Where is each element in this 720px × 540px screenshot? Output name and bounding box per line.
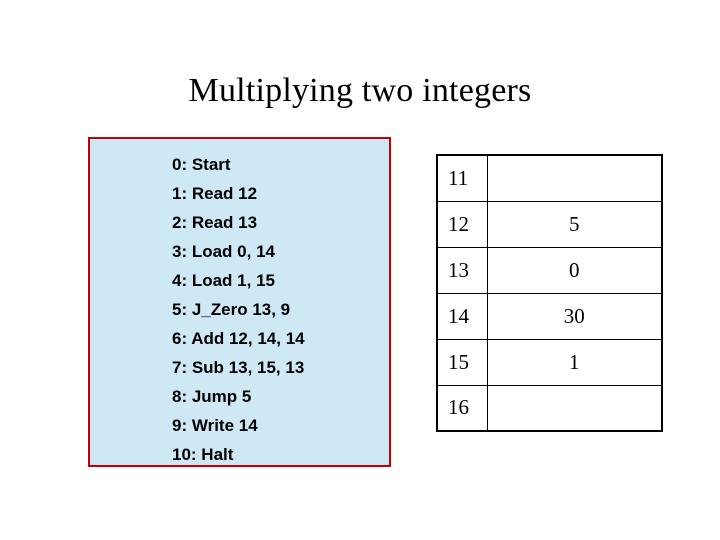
list-item: 5: J_Zero 13, 9 [172, 300, 291, 319]
table-row: 16 [436, 384, 663, 432]
memory-address: 12 [436, 200, 488, 248]
memory-value: 1 [486, 338, 663, 386]
table-row: 12 5 [436, 200, 663, 248]
memory-value: 5 [486, 200, 663, 248]
memory-value [486, 384, 663, 432]
table-row: 14 30 [436, 292, 663, 340]
program-listing: 0: Start 1: Read 12 2: Read 13 3: Load 0… [172, 150, 305, 469]
list-item: 4: Load 1, 15 [172, 271, 275, 290]
memory-value [486, 154, 663, 202]
table-row: 15 1 [436, 338, 663, 386]
list-item: 8: Jump 5 [172, 387, 252, 406]
list-item: 2: Read 13 [172, 213, 258, 232]
memory-value: 0 [486, 246, 663, 294]
memory-value: 30 [486, 292, 663, 340]
page-title: Multiplying two integers [188, 72, 532, 109]
list-item: 9: Write 14 [172, 416, 258, 435]
list-item: 6: Add 12, 14, 14 [172, 329, 305, 348]
memory-address: 13 [436, 246, 488, 294]
memory-address: 15 [436, 338, 488, 386]
list-item: 1: Read 12 [172, 184, 258, 203]
list-item: 7: Sub 13, 15, 13 [172, 358, 305, 377]
memory-table: 11 12 5 13 0 14 30 15 1 16 [436, 154, 663, 432]
table-row: 11 [436, 154, 663, 202]
memory-address: 14 [436, 292, 488, 340]
table-row: 13 0 [436, 246, 663, 294]
list-item: 10: Halt [172, 445, 234, 464]
program-listing-box: 0: Start 1: Read 12 2: Read 13 3: Load 0… [88, 137, 391, 467]
list-item: 0: Start [172, 155, 231, 174]
memory-address: 11 [436, 154, 488, 202]
list-item: 3: Load 0, 14 [172, 242, 275, 261]
memory-address: 16 [436, 384, 488, 432]
